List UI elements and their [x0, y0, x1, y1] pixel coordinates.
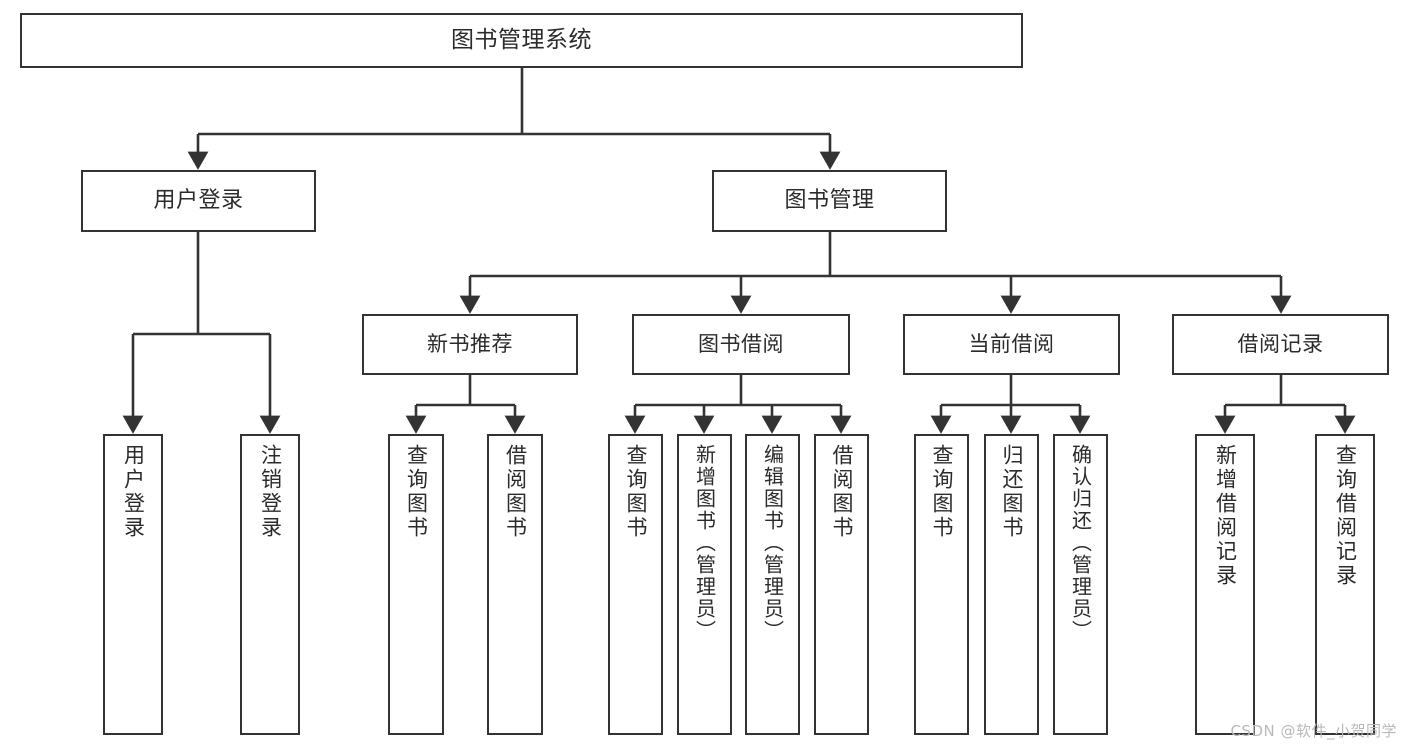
leaf-logout-login[interactable]: 注销登录 — [240, 434, 300, 735]
leaf-confirm-return-label: 确认归还（管理员） — [1068, 444, 1093, 642]
node-borrow-record[interactable]: 借阅记录 — [1172, 314, 1389, 375]
leaf-query-book-1[interactable]: 查询图书 — [388, 434, 444, 735]
node-user-login[interactable]: 用户登录 — [81, 170, 316, 232]
leaf-return-book[interactable]: 归还图书 — [984, 434, 1039, 735]
node-new-book-recommend-label: 新书推荐 — [427, 331, 513, 356]
leaf-query-book-3[interactable]: 查询图书 — [914, 434, 969, 735]
leaf-edit-book[interactable]: 编辑图书（管理员） — [745, 434, 800, 735]
leaf-return-book-label: 归还图书 — [1000, 444, 1024, 540]
watermark-text: CSDN @软件_小贺同学 — [1230, 722, 1397, 740]
leaf-query-book-3-label: 查询图书 — [930, 444, 954, 540]
leaf-borrow-book-1-label: 借阅图书 — [503, 444, 528, 540]
leaf-add-book[interactable]: 新增图书（管理员） — [677, 434, 732, 735]
node-book-borrow[interactable]: 图书借阅 — [632, 314, 850, 375]
leaf-query-record[interactable]: 查询借阅记录 — [1315, 434, 1375, 735]
node-root-label: 图书管理系统 — [451, 26, 592, 53]
leaf-query-book-1-label: 查询图书 — [404, 444, 429, 540]
node-new-book-recommend[interactable]: 新书推荐 — [362, 314, 578, 375]
leaf-borrow-book-2[interactable]: 借阅图书 — [814, 434, 869, 735]
leaf-edit-book-label: 编辑图书（管理员） — [760, 444, 785, 642]
node-root[interactable]: 图书管理系统 — [20, 13, 1023, 68]
node-book-manage[interactable]: 图书管理 — [712, 170, 947, 232]
leaf-add-book-label: 新增图书（管理员） — [692, 444, 717, 642]
node-current-borrow[interactable]: 当前借阅 — [903, 314, 1120, 375]
leaf-add-record[interactable]: 新增借阅记录 — [1195, 434, 1255, 735]
node-book-borrow-label: 图书借阅 — [698, 331, 784, 356]
leaf-borrow-book-1[interactable]: 借阅图书 — [487, 434, 543, 735]
node-current-borrow-label: 当前借阅 — [968, 331, 1055, 356]
node-borrow-record-label: 借阅记录 — [1237, 331, 1324, 356]
leaf-query-book-2[interactable]: 查询图书 — [608, 434, 663, 735]
leaf-query-record-label: 查询借阅记录 — [1333, 444, 1358, 588]
leaf-user-login-label: 用户登录 — [121, 444, 146, 540]
node-user-login-label: 用户登录 — [153, 187, 244, 213]
leaf-confirm-return[interactable]: 确认归还（管理员） — [1053, 434, 1108, 735]
node-book-manage-label: 图书管理 — [784, 187, 875, 213]
leaf-query-book-2-label: 查询图书 — [624, 444, 648, 540]
leaf-borrow-book-2-label: 借阅图书 — [830, 444, 854, 540]
leaf-logout-login-label: 注销登录 — [258, 444, 283, 540]
leaf-user-login[interactable]: 用户登录 — [103, 434, 163, 735]
leaf-add-record-label: 新增借阅记录 — [1213, 444, 1238, 588]
